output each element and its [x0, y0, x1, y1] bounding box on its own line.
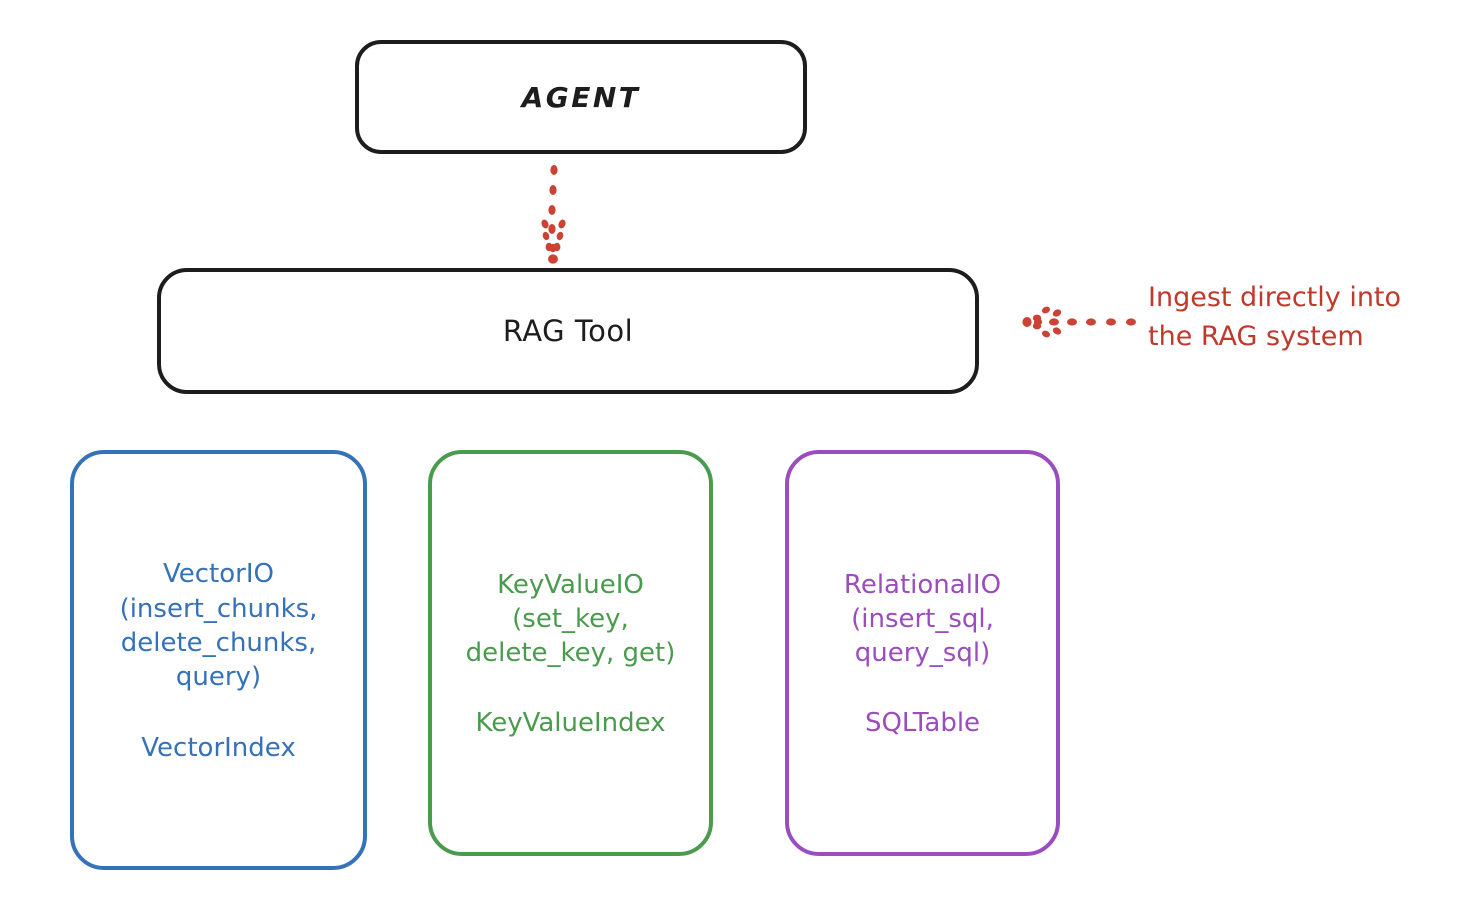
agent-box[interactable]: AGENT	[355, 40, 807, 154]
vector-io-api-label: VectorIO (insert_chunks, delete_chunks, …	[119, 559, 318, 693]
vector-index-label: VectorIndex	[141, 732, 296, 763]
vector-io-box[interactable]: VectorIO (insert_chunks, delete_chunks, …	[70, 450, 367, 870]
rag-tool-label: RAG Tool	[502, 314, 634, 348]
agent-label: AGENT	[521, 80, 641, 114]
ingest-annotation-text: Ingest directly into the RAG system	[1148, 282, 1402, 353]
key-value-io-box[interactable]: KeyValueIO (set_key, delete_key, get) Ke…	[428, 450, 713, 856]
relational-io-box[interactable]: RelationalIO (insert_sql, query_sql) SQL…	[785, 450, 1060, 856]
key-value-io-api-label: KeyValueIO (set_key, delete_key, get)	[465, 569, 676, 669]
key-value-index-label: KeyValueIndex	[475, 708, 666, 739]
relational-io-api-label: RelationalIO (insert_sql, query_sql)	[843, 569, 1002, 669]
sql-table-label: SQLTable	[864, 708, 981, 739]
connector-agent-to-rag-tool-icon	[541, 165, 566, 264]
connector-note-to-rag-tool-icon	[1022, 306, 1136, 338]
rag-tool-box[interactable]: RAG Tool	[157, 268, 979, 394]
